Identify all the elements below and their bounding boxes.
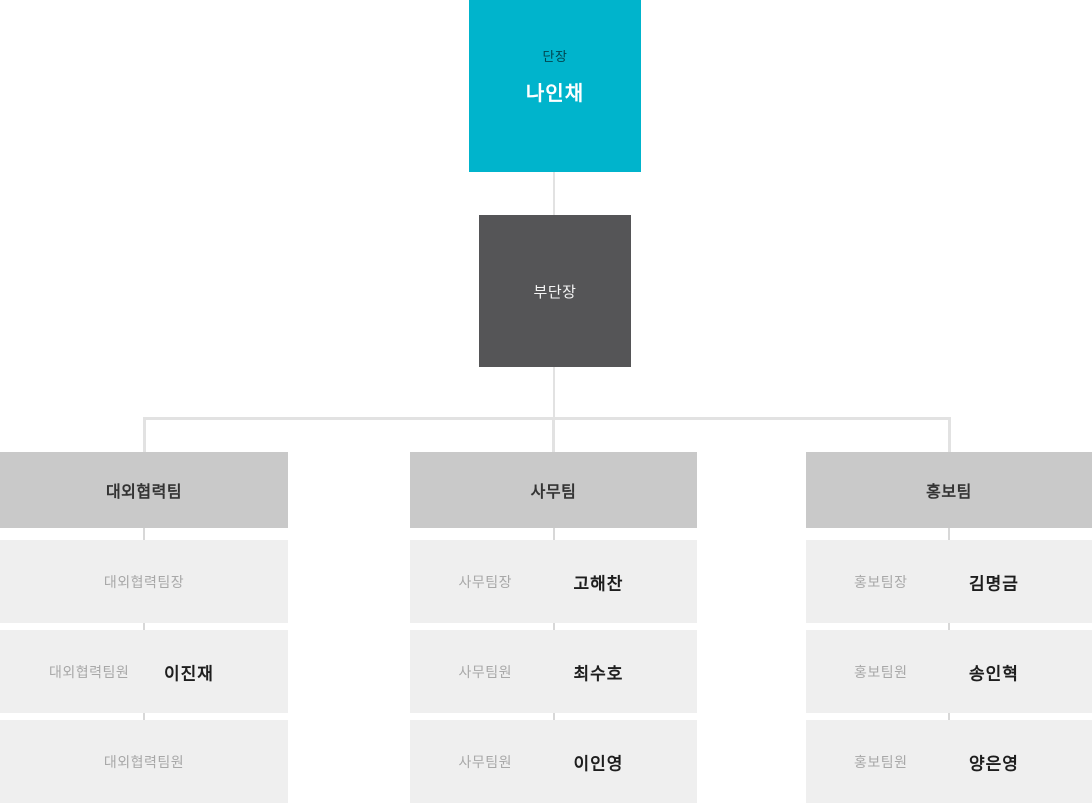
director-title: 단장 <box>542 49 568 64</box>
member-role: 대외협력팀원 <box>49 663 130 680</box>
member-row: 홍보팀장 김명금 <box>806 540 1092 623</box>
member-role: 홍보팀원 <box>854 663 908 680</box>
member-row: 대외협력팀장 <box>0 540 288 623</box>
member-role: 홍보팀원 <box>854 753 908 770</box>
member-row: 사무팀원 최수호 <box>410 630 697 713</box>
member-name: 이인영 <box>573 754 624 773</box>
member-role: 사무팀장 <box>458 573 513 590</box>
member-name: 최수호 <box>573 664 624 683</box>
member-row: 사무팀원 이인영 <box>410 720 697 803</box>
connector-tick <box>143 623 145 630</box>
team-header: 사무팀 <box>410 452 697 528</box>
member-row: 홍보팀원 송인혁 <box>806 630 1092 713</box>
connector-tick <box>552 623 555 630</box>
team-header: 홍보팀 <box>806 452 1092 528</box>
member-name: 김명금 <box>969 574 1019 593</box>
member-role: 대외협력팀원 <box>103 753 185 770</box>
connector-tick <box>552 713 555 720</box>
connector-tick <box>143 713 145 720</box>
connector-deputy-spine <box>553 367 555 417</box>
member-name: 고해찬 <box>573 574 624 593</box>
member-role: 사무팀원 <box>458 753 513 770</box>
connector-tick <box>948 713 950 720</box>
team-column-office: 사무팀 사무팀장 고해찬 사무팀원 최수호 사무팀원 이인영 <box>410 452 697 803</box>
deputy-box: 부단장 <box>479 215 631 367</box>
connector-drop-team-office <box>552 417 555 452</box>
connector-drop-team-pr <box>948 417 951 452</box>
member-name: 양은영 <box>969 754 1019 773</box>
member-row: 사무팀장 고해찬 <box>410 540 697 623</box>
connector-drop-team-external <box>143 417 146 452</box>
member-name: 이진재 <box>164 664 214 683</box>
member-role: 홍보팀장 <box>854 573 908 590</box>
director-box: 단장 나인채 <box>469 0 641 172</box>
team-column-external: 대외협력팀 대외협력팀장 대외협력팀원 이진재 대외협력팀원 <box>0 452 288 803</box>
member-row: 홍보팀원 양은영 <box>806 720 1092 803</box>
connector-tick <box>552 528 555 540</box>
member-role: 대외협력팀장 <box>103 573 185 590</box>
connector-tick <box>143 528 145 540</box>
deputy-title: 부단장 <box>533 283 577 301</box>
team-column-pr: 홍보팀 홍보팀장 김명금 홍보팀원 송인혁 홍보팀원 양은영 <box>806 452 1092 803</box>
team-header: 대외협력팀 <box>0 452 288 528</box>
connector-tick <box>948 623 950 630</box>
member-name: 송인혁 <box>969 664 1019 683</box>
connector-director-deputy <box>553 172 555 215</box>
director-name: 나인채 <box>525 83 585 105</box>
connector-tick <box>948 528 950 540</box>
connector-spine <box>143 417 951 420</box>
member-row: 대외협력팀원 이진재 <box>0 630 288 713</box>
member-row: 대외협력팀원 <box>0 720 288 803</box>
member-role: 사무팀원 <box>458 663 513 680</box>
director-box-content: 단장 나인채 <box>526 46 584 106</box>
